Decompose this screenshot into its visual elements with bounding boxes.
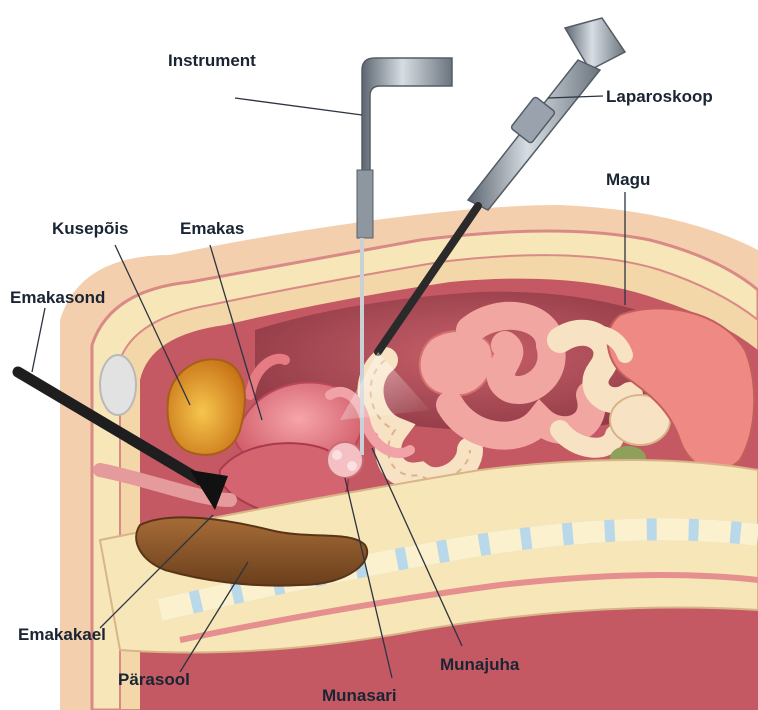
leader-emakasond (32, 308, 45, 372)
ovary (327, 442, 363, 478)
label-instrument: Instrument (168, 51, 256, 71)
label-magu: Magu (606, 170, 650, 190)
label-emakasond: Emakasond (10, 288, 105, 308)
label-emakakael: Emakakael (18, 625, 106, 645)
label-kusepois: Kusepõis (52, 219, 129, 239)
pubic-bone (100, 355, 136, 415)
label-munajuha: Munajuha (440, 655, 519, 675)
bladder (168, 359, 245, 455)
label-parasool: Pärasool (118, 670, 190, 690)
label-munasari: Munasari (322, 686, 397, 706)
label-laparoskoop: Laparoskoop (606, 87, 713, 107)
label-emakas: Emakas (180, 219, 244, 239)
leader-instrument (235, 98, 362, 115)
